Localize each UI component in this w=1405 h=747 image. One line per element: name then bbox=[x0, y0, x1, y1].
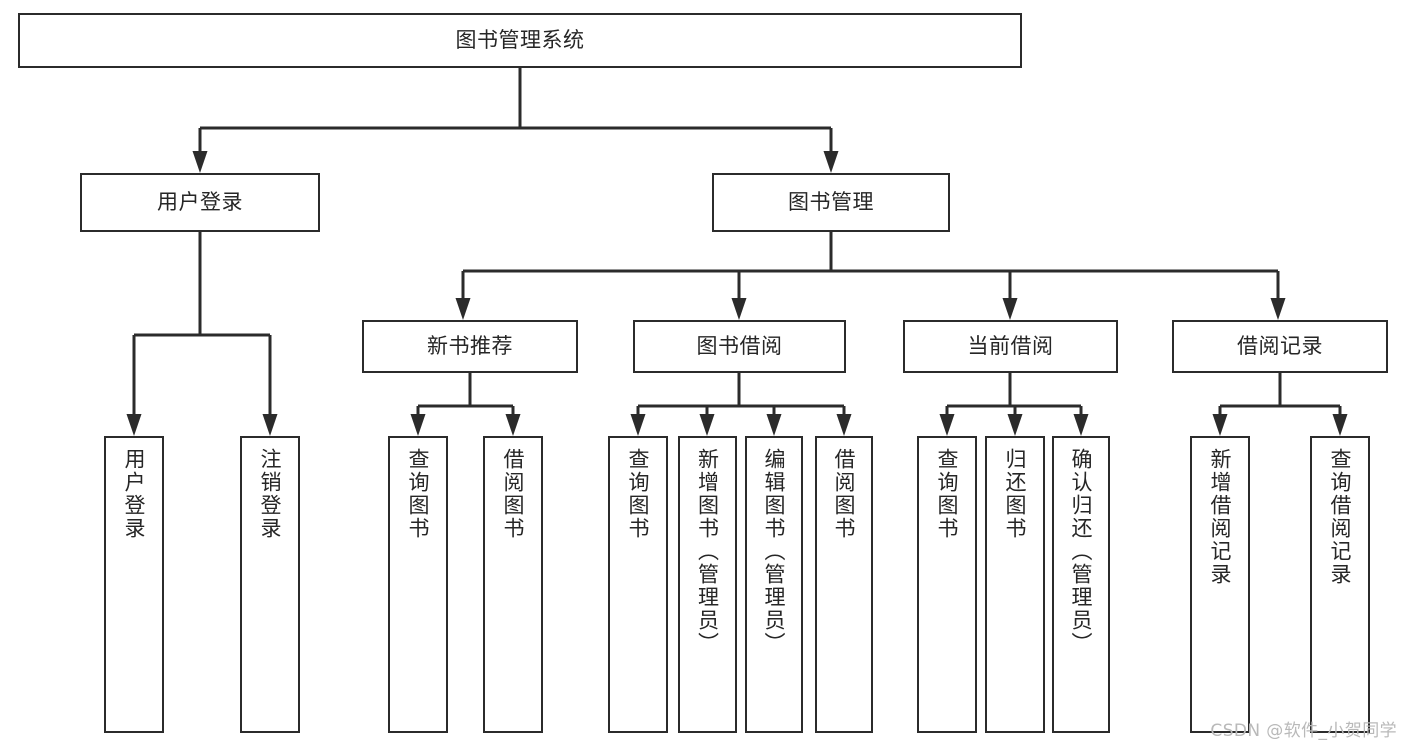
node-label-leaf-borrow-edit-book: 编辑图书（管理员） bbox=[762, 448, 787, 655]
node-label-book-borrow: 图书借阅 bbox=[696, 333, 783, 358]
node-user-login[interactable]: 用户登录 bbox=[80, 173, 320, 232]
node-label-leaf-recommend-query-book: 查询图书 bbox=[406, 448, 431, 540]
arrow-to-leaf-borrow-lend-head bbox=[836, 414, 852, 436]
node-label-user-login: 用户登录 bbox=[157, 189, 243, 214]
node-label-book-management: 图书管理 bbox=[788, 189, 874, 214]
node-leaf-user-logout[interactable]: 注销登录 bbox=[240, 436, 300, 733]
arrow-to-leaf-borrow-edit-head bbox=[766, 414, 782, 436]
node-leaf-user-login[interactable]: 用户登录 bbox=[104, 436, 164, 733]
node-label-borrow-record: 借阅记录 bbox=[1237, 333, 1323, 358]
node-label-leaf-user-login: 用户登录 bbox=[122, 448, 147, 540]
node-leaf-borrow-query-book[interactable]: 查询图书 bbox=[608, 436, 668, 733]
node-book-borrow[interactable]: 图书借阅 bbox=[633, 320, 846, 373]
node-root-system[interactable]: 图书管理系统 bbox=[18, 13, 1022, 68]
node-label-leaf-record-query: 查询借阅记录 bbox=[1328, 448, 1353, 586]
node-label-root-system: 图书管理系统 bbox=[455, 27, 585, 52]
node-label-leaf-borrow-lend-book: 借阅图书 bbox=[832, 448, 857, 540]
arrow-to-leaf-cur-return-head bbox=[1007, 414, 1023, 436]
node-new-book-recommend[interactable]: 新书推荐 bbox=[362, 320, 578, 373]
node-label-leaf-user-logout: 注销登录 bbox=[258, 448, 283, 540]
node-label-leaf-borrow-add-book: 新增图书（管理员） bbox=[695, 448, 720, 655]
node-leaf-record-add[interactable]: 新增借阅记录 bbox=[1190, 436, 1250, 733]
node-label-leaf-record-add: 新增借阅记录 bbox=[1208, 448, 1233, 586]
node-leaf-borrow-add-book[interactable]: 新增图书（管理员） bbox=[678, 436, 737, 733]
arrow-to-book-borrow-head bbox=[731, 298, 747, 320]
arrow-to-leaf-cur-confirm-head bbox=[1073, 414, 1089, 436]
node-leaf-current-query-book[interactable]: 查询图书 bbox=[917, 436, 977, 733]
arrow-to-leaf-rec-query-head bbox=[410, 414, 426, 436]
node-label-leaf-current-query-book: 查询图书 bbox=[935, 448, 960, 540]
arrow-to-leaf-borrow-add-head bbox=[699, 414, 715, 436]
arrow-to-leaf-cur-query-head bbox=[939, 414, 955, 436]
node-label-leaf-current-return-book: 归还图书 bbox=[1003, 448, 1028, 540]
node-leaf-current-return-book[interactable]: 归还图书 bbox=[985, 436, 1045, 733]
arrow-to-borrow-record-head bbox=[1270, 298, 1286, 320]
node-label-leaf-current-confirm-return: 确认归还（管理员） bbox=[1069, 448, 1094, 655]
node-label-leaf-recommend-borrow-book: 借阅图书 bbox=[501, 448, 526, 540]
node-leaf-borrow-edit-book[interactable]: 编辑图书（管理员） bbox=[745, 436, 803, 733]
node-label-new-book-recommend: 新书推荐 bbox=[427, 333, 513, 358]
node-label-leaf-borrow-query-book: 查询图书 bbox=[626, 448, 651, 540]
arrow-to-book-manage-head bbox=[823, 151, 839, 173]
node-leaf-recommend-query-book[interactable]: 查询图书 bbox=[388, 436, 448, 733]
arrow-to-leaf-user-login-head bbox=[126, 414, 142, 436]
node-leaf-borrow-lend-book[interactable]: 借阅图书 bbox=[815, 436, 873, 733]
node-leaf-recommend-borrow-book[interactable]: 借阅图书 bbox=[483, 436, 543, 733]
arrow-to-leaf-borrow-query-head bbox=[630, 414, 646, 436]
node-label-current-borrow: 当前借阅 bbox=[967, 333, 1054, 358]
arrow-to-user-login-head bbox=[192, 151, 208, 173]
arrow-to-leaf-rec-query-record-head bbox=[1332, 414, 1348, 436]
arrow-to-leaf-user-logout-head bbox=[262, 414, 278, 436]
node-leaf-current-confirm-return[interactable]: 确认归还（管理员） bbox=[1052, 436, 1110, 733]
node-book-management[interactable]: 图书管理 bbox=[712, 173, 950, 232]
arrow-to-leaf-rec-borrow-head bbox=[505, 414, 521, 436]
node-current-borrow[interactable]: 当前借阅 bbox=[903, 320, 1118, 373]
arrow-to-leaf-rec-add-record-head bbox=[1212, 414, 1228, 436]
arrow-to-new-book-rec-head bbox=[455, 298, 471, 320]
arrow-to-current-borrow-head bbox=[1002, 298, 1018, 320]
node-leaf-record-query[interactable]: 查询借阅记录 bbox=[1310, 436, 1370, 733]
node-borrow-record[interactable]: 借阅记录 bbox=[1172, 320, 1388, 373]
